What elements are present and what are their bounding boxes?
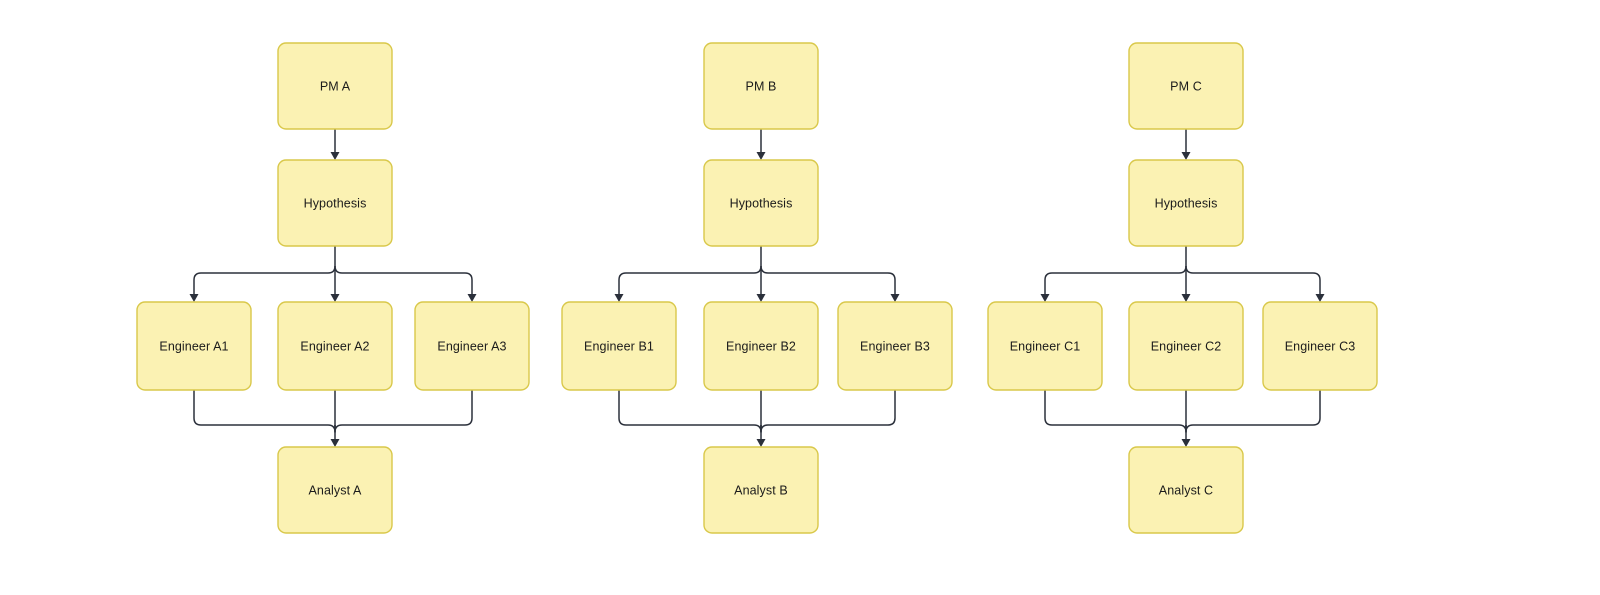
node-ana-a[interactable]: Analyst A: [277, 446, 393, 534]
node-eng-c3[interactable]: Engineer C3: [1262, 301, 1378, 391]
arrow-head: [756, 294, 766, 302]
arrow-head: [614, 294, 624, 302]
node-box[interactable]: [136, 301, 252, 391]
edge-engineer-to-analyst: [334, 390, 473, 433]
node-box[interactable]: [837, 301, 953, 391]
edge-hypothesis-to-engineer: [1044, 265, 1187, 294]
arrow-head: [1181, 439, 1191, 447]
edge-engineer-to-analyst: [618, 390, 762, 433]
node-box[interactable]: [277, 446, 393, 534]
node-box[interactable]: [703, 446, 819, 534]
node-box[interactable]: [1128, 301, 1244, 391]
node-box[interactable]: [414, 301, 530, 391]
node-eng-b3[interactable]: Engineer B3: [837, 301, 953, 391]
node-box[interactable]: [1128, 42, 1244, 130]
edge-hypothesis-to-engineer: [334, 265, 473, 294]
node-ana-b[interactable]: Analyst B: [703, 446, 819, 534]
node-box[interactable]: [703, 159, 819, 247]
edge-hypothesis-to-engineer: [618, 265, 762, 294]
arrow-head: [1315, 294, 1325, 302]
arrow-head: [330, 439, 340, 447]
node-pm-c[interactable]: PM C: [1128, 42, 1244, 130]
node-box[interactable]: [703, 301, 819, 391]
edge-hypothesis-to-engineer: [1185, 265, 1321, 294]
node-hyp-c[interactable]: Hypothesis: [1128, 159, 1244, 247]
node-box[interactable]: [1128, 446, 1244, 534]
node-eng-c2[interactable]: Engineer C2: [1128, 301, 1244, 391]
arrow-head: [330, 152, 340, 160]
arrow-head: [1181, 294, 1191, 302]
arrow-head: [1040, 294, 1050, 302]
node-eng-a1[interactable]: Engineer A1: [136, 301, 252, 391]
node-box[interactable]: [277, 159, 393, 247]
arrow-head: [467, 294, 477, 302]
node-box[interactable]: [277, 301, 393, 391]
arrow-head: [1181, 152, 1191, 160]
edges-layer: [189, 129, 1325, 447]
node-pm-a[interactable]: PM A: [277, 42, 393, 130]
node-box[interactable]: [987, 301, 1103, 391]
edge-hypothesis-to-engineer: [193, 265, 336, 294]
edge-engineer-to-analyst: [760, 390, 896, 433]
node-eng-b1[interactable]: Engineer B1: [561, 301, 677, 391]
node-ana-c[interactable]: Analyst C: [1128, 446, 1244, 534]
node-eng-a2[interactable]: Engineer A2: [277, 301, 393, 391]
arrow-head: [189, 294, 199, 302]
arrow-head: [890, 294, 900, 302]
node-eng-b2[interactable]: Engineer B2: [703, 301, 819, 391]
node-eng-c1[interactable]: Engineer C1: [987, 301, 1103, 391]
node-pm-b[interactable]: PM B: [703, 42, 819, 130]
node-box[interactable]: [277, 42, 393, 130]
arrow-head: [756, 439, 766, 447]
node-box[interactable]: [1128, 159, 1244, 247]
edge-hypothesis-to-engineer: [760, 265, 896, 294]
node-box[interactable]: [561, 301, 677, 391]
node-hyp-b[interactable]: Hypothesis: [703, 159, 819, 247]
node-box[interactable]: [1262, 301, 1378, 391]
node-box[interactable]: [703, 42, 819, 130]
node-eng-a3[interactable]: Engineer A3: [414, 301, 530, 391]
edge-engineer-to-analyst: [193, 390, 336, 433]
edge-engineer-to-analyst: [1185, 390, 1321, 433]
node-hyp-a[interactable]: Hypothesis: [277, 159, 393, 247]
arrow-head: [330, 294, 340, 302]
arrow-head: [756, 152, 766, 160]
edge-engineer-to-analyst: [1044, 390, 1187, 433]
